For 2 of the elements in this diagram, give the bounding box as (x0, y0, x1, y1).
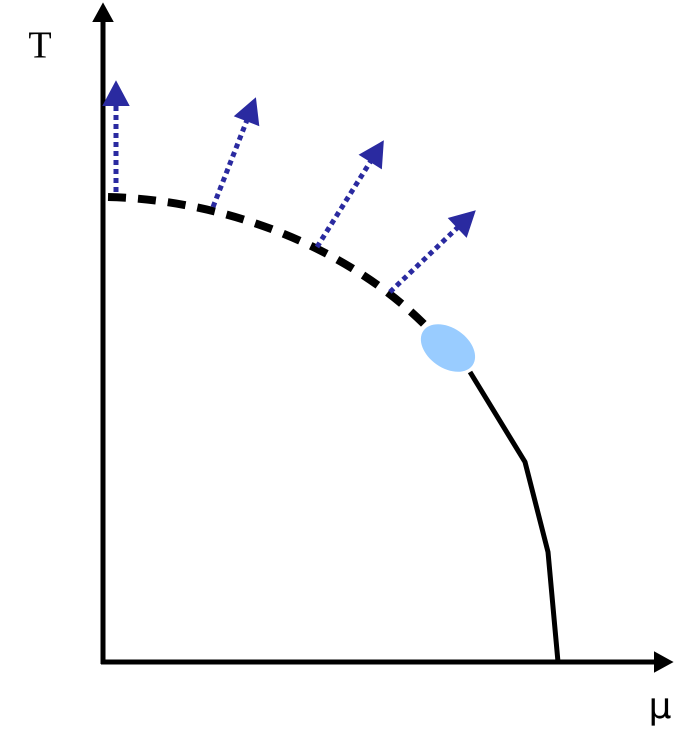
axis-label: T (29, 32, 51, 58)
axis-label: μ (652, 698, 671, 726)
